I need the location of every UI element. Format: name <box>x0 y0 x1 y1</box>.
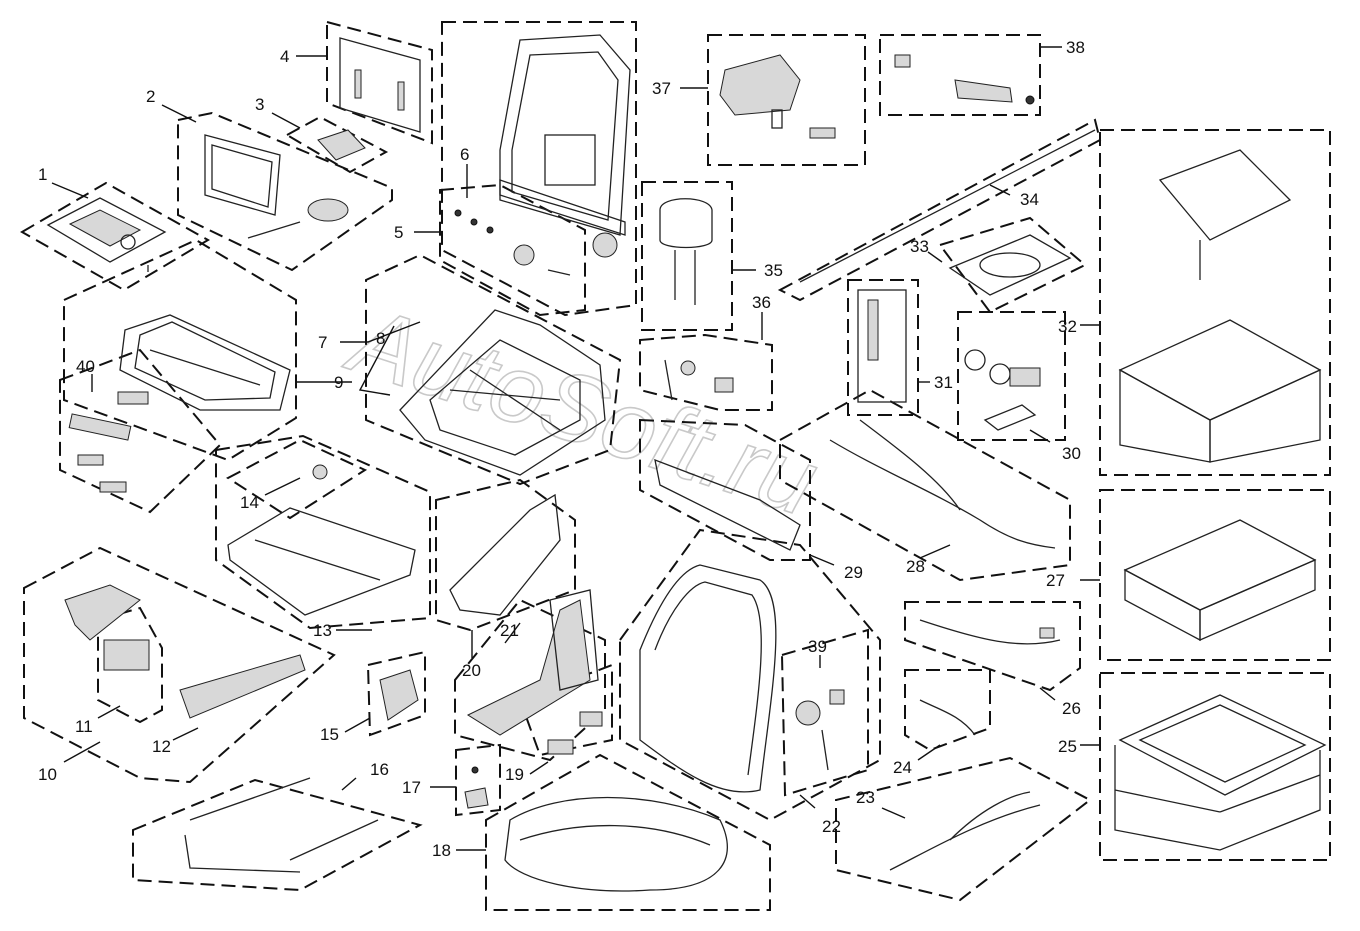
callout-18: 18 <box>432 841 451 860</box>
part-40-parts <box>68 391 149 493</box>
part-30-cylinder <box>964 349 1041 431</box>
part-31-plate <box>857 289 907 403</box>
part-9-seat-pan <box>119 314 291 411</box>
part-6-hardware <box>454 209 571 276</box>
callout-38: 38 <box>1066 38 1085 57</box>
part-21-armrest <box>466 589 599 736</box>
part-33-plate <box>948 234 1072 296</box>
part-34-rod <box>799 129 1096 283</box>
part-15-module <box>379 669 419 721</box>
callout-24: 24 <box>893 758 912 777</box>
callout-14: 14 <box>240 493 259 512</box>
part-19-caps <box>547 711 603 755</box>
callout-6: 6 <box>460 145 469 164</box>
part-2-frame <box>204 134 349 239</box>
callout-22: 22 <box>822 817 841 836</box>
callout-15: 15 <box>320 725 339 744</box>
callout-5: 5 <box>394 223 403 242</box>
callout-40: 40 <box>76 357 95 376</box>
callout-26: 26 <box>1062 699 1081 718</box>
part-39-reel <box>795 689 845 771</box>
callout-19: 19 <box>505 765 524 784</box>
part-14-cover <box>227 464 416 616</box>
part-35-headrest <box>659 198 713 305</box>
callout-17: 17 <box>402 778 421 797</box>
leader-lines <box>51 46 1100 851</box>
callout-32: 32 <box>1058 317 1077 336</box>
callout-23: 23 <box>856 788 875 807</box>
part-4-panel <box>339 37 421 133</box>
callout-8: 8 <box>376 329 385 348</box>
callout-13: 13 <box>313 621 332 640</box>
part-25-bellows <box>1114 694 1327 851</box>
callout-labels: 1 2 3 4 5 6 7 8 9 10 11 12 13 14 15 16 1… <box>38 38 1085 860</box>
callout-10: 10 <box>38 765 57 784</box>
callout-16: 16 <box>370 760 389 779</box>
callout-37: 37 <box>652 79 671 98</box>
part-20-bracket <box>449 493 561 616</box>
part-27-base <box>1123 519 1317 642</box>
part-37-compressor <box>719 54 836 139</box>
callout-11: 11 <box>75 717 93 736</box>
callout-1: 1 <box>38 165 47 184</box>
part-38-valve <box>894 54 1035 105</box>
callout-33: 33 <box>910 237 929 256</box>
part-7-seat-frame <box>399 309 606 476</box>
part-23-harness <box>889 791 1041 871</box>
callout-30: 30 <box>1062 444 1081 463</box>
callout-4: 4 <box>280 47 289 66</box>
callout-29: 29 <box>844 563 863 582</box>
callout-28: 28 <box>906 557 925 576</box>
part-3-switch <box>317 129 366 161</box>
callout-39: 39 <box>808 637 827 656</box>
part-22-backrest-cover <box>639 564 777 793</box>
callout-21: 21 <box>500 621 519 640</box>
callout-9: 9 <box>334 373 343 392</box>
callout-36: 36 <box>752 293 771 312</box>
callout-20: 20 <box>462 661 481 680</box>
part-16-slide <box>184 777 379 873</box>
part-17-knob <box>464 766 489 809</box>
part-32-suspension <box>1118 149 1322 463</box>
callout-31: 31 <box>934 373 953 392</box>
part-28-harness <box>829 419 1056 549</box>
callout-7: 7 <box>318 333 327 352</box>
callout-12: 12 <box>152 737 171 756</box>
part-29-bracket <box>654 458 801 551</box>
callout-35: 35 <box>764 261 783 280</box>
callout-3: 3 <box>255 95 264 114</box>
part-18-cushion <box>504 796 728 892</box>
callout-2: 2 <box>146 87 155 106</box>
part-26-cable <box>919 619 1061 645</box>
callout-25: 25 <box>1058 737 1077 756</box>
callout-34: 34 <box>1020 190 1039 209</box>
part-1-bracket <box>46 197 167 272</box>
part-10-rails <box>64 584 306 719</box>
part-24-cable <box>919 699 976 736</box>
part-5-backrest-frame <box>499 34 631 258</box>
callout-27: 27 <box>1046 571 1065 590</box>
part-36-parts <box>664 359 734 401</box>
